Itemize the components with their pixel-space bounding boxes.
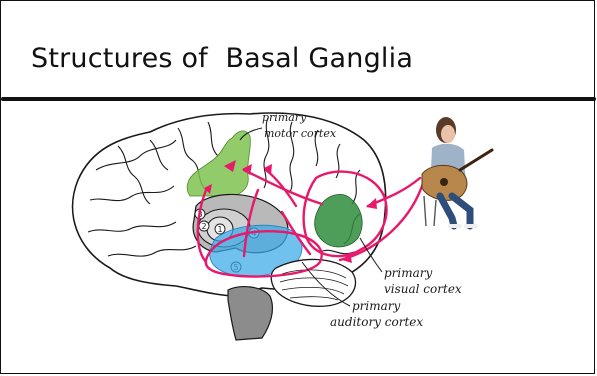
structure-number-2: 2 (201, 222, 206, 231)
guitar-player-image (422, 117, 492, 226)
motor-cortex-region (187, 131, 250, 196)
structure-number-1: 1 (217, 225, 222, 234)
label-auditory-line2: auditory cortex (330, 315, 423, 329)
label-visual-line2: visual cortex (384, 282, 462, 296)
label-motor-line2: motor cortex (264, 127, 337, 140)
label-auditory-line1: primary (352, 299, 401, 313)
label-motor-line1: primary (262, 111, 307, 124)
label-visual-line1: primary (384, 266, 433, 280)
brainstem (228, 287, 272, 340)
visual-cortex-region (315, 194, 363, 247)
